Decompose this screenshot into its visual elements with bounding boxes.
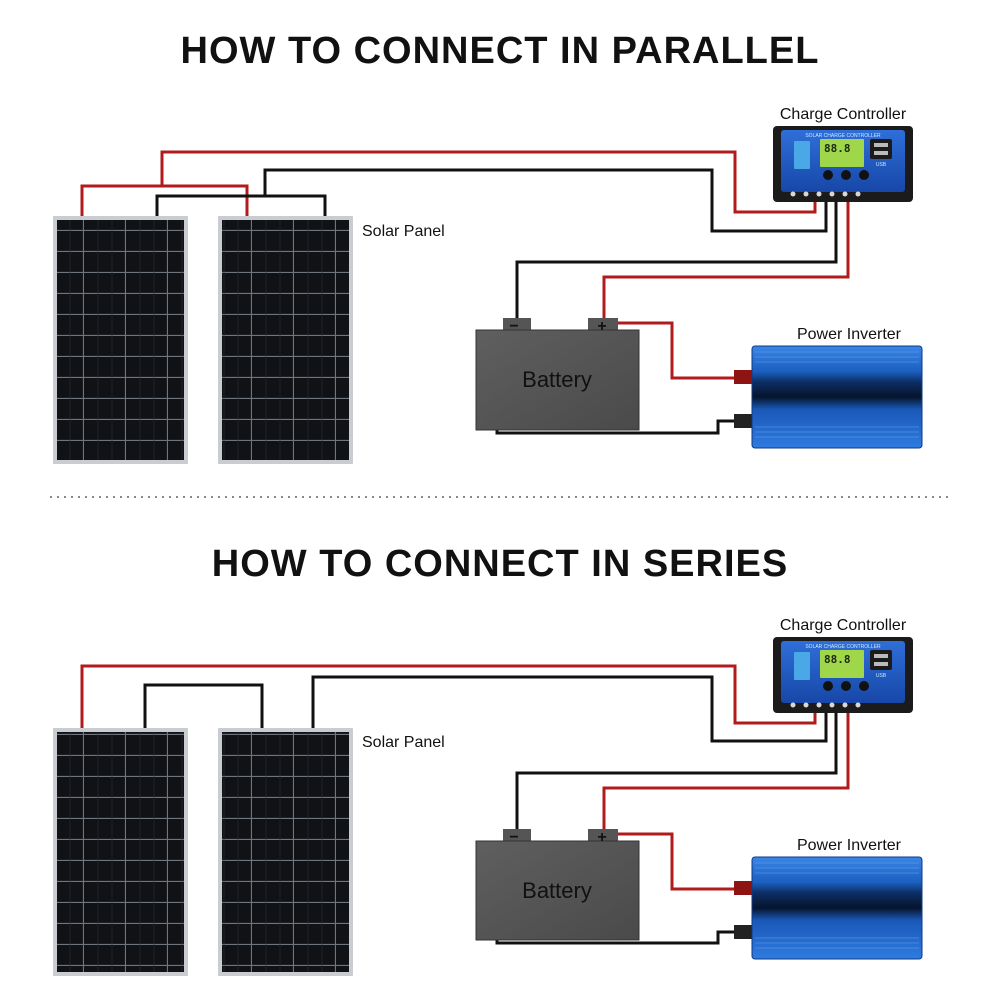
series-solar-panel-1 bbox=[53, 728, 188, 976]
series-battery-positive-terminal: + bbox=[597, 829, 606, 846]
parallel-controller-button-3 bbox=[859, 170, 869, 180]
parallel-battery-negative-terminal: − bbox=[509, 318, 518, 335]
series-controller-brand: SOLAR CHARGE CONTROLLER bbox=[805, 644, 881, 650]
parallel-controller-lcd bbox=[820, 139, 864, 167]
parallel-charge-controller-label: Charge Controller bbox=[780, 106, 907, 123]
series-controller-terminals bbox=[790, 702, 861, 708]
series-battery-label: Battery bbox=[522, 878, 592, 903]
parallel-power-inverter-label: Power Inverter bbox=[797, 326, 902, 343]
series-battery-negative-terminal: − bbox=[509, 829, 518, 846]
parallel-inverter-positive-wire bbox=[604, 321, 742, 380]
series-controller-button-3 bbox=[859, 681, 869, 691]
series-power-inverter-icon: Power Inverter bbox=[734, 837, 923, 960]
series-controller-lcd-value: 88.8 bbox=[824, 653, 851, 666]
parallel-battery-positive-terminal: + bbox=[597, 318, 606, 335]
parallel-battery-icon: − + Battery bbox=[475, 318, 640, 431]
series-battery-negative-wire bbox=[515, 711, 838, 830]
parallel-controller-usb-port bbox=[870, 139, 892, 159]
series-inverter-positive-terminal bbox=[734, 881, 752, 895]
parallel-section: HOW TO CONNECT IN PARALLEL Solar Panel bbox=[53, 30, 923, 464]
parallel-solar-panel-1 bbox=[53, 216, 188, 464]
parallel-controller-side-icons bbox=[794, 141, 810, 169]
series-controller-negative-wire bbox=[311, 675, 828, 743]
series-title: HOW TO CONNECT IN SERIES bbox=[212, 543, 788, 585]
series-controller-button-1 bbox=[823, 681, 833, 691]
parallel-wires bbox=[80, 150, 850, 435]
parallel-controller-terminals bbox=[790, 191, 861, 197]
series-inverter-positive-wire bbox=[604, 832, 742, 891]
series-inverter-negative-wire bbox=[495, 930, 742, 945]
parallel-panels-negative-wire bbox=[155, 194, 327, 216]
series-controller-lcd bbox=[820, 650, 864, 678]
parallel-title: HOW TO CONNECT IN PARALLEL bbox=[181, 30, 820, 72]
parallel-controller-usb-label: USB bbox=[876, 162, 887, 168]
parallel-power-inverter-icon: Power Inverter bbox=[734, 326, 923, 449]
parallel-battery-negative-wire bbox=[515, 200, 838, 318]
parallel-controller-button-2 bbox=[841, 170, 851, 180]
parallel-panels-positive-wire bbox=[80, 184, 249, 216]
series-charge-controller-label: Charge Controller bbox=[780, 617, 907, 634]
series-solar-panel-label: Solar Panel bbox=[362, 734, 445, 751]
parallel-battery-label: Battery bbox=[522, 367, 592, 392]
series-controller-button-2 bbox=[841, 681, 851, 691]
series-section: HOW TO CONNECT IN SERIES Solar Panel Cha… bbox=[53, 543, 923, 976]
parallel-inverter-negative-wire bbox=[495, 419, 742, 435]
parallel-controller-button-1 bbox=[823, 170, 833, 180]
parallel-inverter-positive-terminal bbox=[734, 370, 752, 384]
series-battery-positive-wire bbox=[602, 711, 850, 830]
parallel-solar-panel-2 bbox=[218, 216, 353, 464]
parallel-battery-positive-wire bbox=[602, 200, 850, 318]
series-power-inverter-label: Power Inverter bbox=[797, 837, 902, 854]
parallel-controller-positive-wire bbox=[160, 150, 817, 214]
series-controller-positive-wire bbox=[80, 664, 817, 728]
series-controller-side-icons bbox=[794, 652, 810, 680]
series-inverter-negative-terminal bbox=[734, 925, 752, 939]
parallel-controller-negative-wire bbox=[263, 168, 828, 233]
parallel-controller-brand: SOLAR CHARGE CONTROLLER bbox=[805, 133, 881, 139]
parallel-controller-lcd-value: 88.8 bbox=[824, 142, 851, 155]
parallel-charge-controller-icon: Charge Controller SOLAR CHARGE CONTROLLE… bbox=[773, 106, 913, 202]
series-battery-icon: − + Battery bbox=[475, 829, 640, 941]
parallel-solar-panel-label: Solar Panel bbox=[362, 223, 445, 240]
series-charge-controller-icon: Charge Controller SOLAR CHARGE CONTROLLE… bbox=[773, 617, 913, 713]
series-solar-panel-2 bbox=[218, 728, 353, 976]
series-wires bbox=[80, 664, 850, 945]
series-controller-usb-port bbox=[870, 650, 892, 670]
parallel-inverter-negative-terminal bbox=[734, 414, 752, 428]
series-controller-usb-label: USB bbox=[876, 673, 887, 679]
series-panel-link-wire bbox=[143, 683, 264, 728]
